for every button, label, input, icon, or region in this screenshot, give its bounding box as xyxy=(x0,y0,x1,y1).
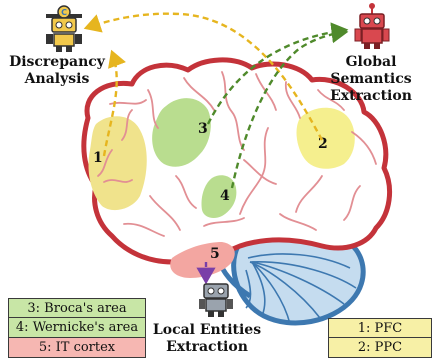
region-number-broca: 3 xyxy=(198,121,208,137)
arrow-pfc-to-discrepancy xyxy=(102,49,127,157)
label-discrepancy-analysis: Discrepancy Analysis xyxy=(9,54,105,87)
legend-right: 1: PFC 2: PPC xyxy=(328,318,432,358)
arrow-ppc-to-discrepancy xyxy=(83,12,324,141)
label-global-semantics-extraction: Global Semantics Extraction xyxy=(330,54,412,104)
robot-icon xyxy=(354,3,390,49)
region-number-ppc: 2 xyxy=(318,136,328,152)
wernicke-region xyxy=(201,175,237,218)
region-number-pfc: 1 xyxy=(93,150,103,166)
broca-region xyxy=(152,98,211,167)
pfc-region xyxy=(88,116,147,211)
legend-item-broca: 3: Broca's area xyxy=(8,298,146,318)
label-local-entities-extraction: Local Entities Extraction xyxy=(152,322,262,355)
region-number-wernicke: 4 xyxy=(220,188,230,204)
robot-icon: C xyxy=(46,5,82,52)
legend-item-wernicke: 4: Wernicke's area xyxy=(8,318,146,338)
svg-text:C: C xyxy=(61,8,67,17)
legend-left: 3: Broca's area 4: Wernicke's area 5: IT… xyxy=(8,298,146,358)
region-number-it-cortex: 5 xyxy=(210,246,220,262)
ppc-region xyxy=(296,107,355,169)
it-cortex-region xyxy=(170,242,235,278)
arrow-wernicke-to-global xyxy=(230,24,349,189)
legend-item-it-cortex: 5: IT cortex xyxy=(8,338,146,358)
legend-item-ppc: 2: PPC xyxy=(328,338,432,358)
robot-icon xyxy=(199,283,233,317)
legend-item-pfc: 1: PFC xyxy=(328,318,432,338)
